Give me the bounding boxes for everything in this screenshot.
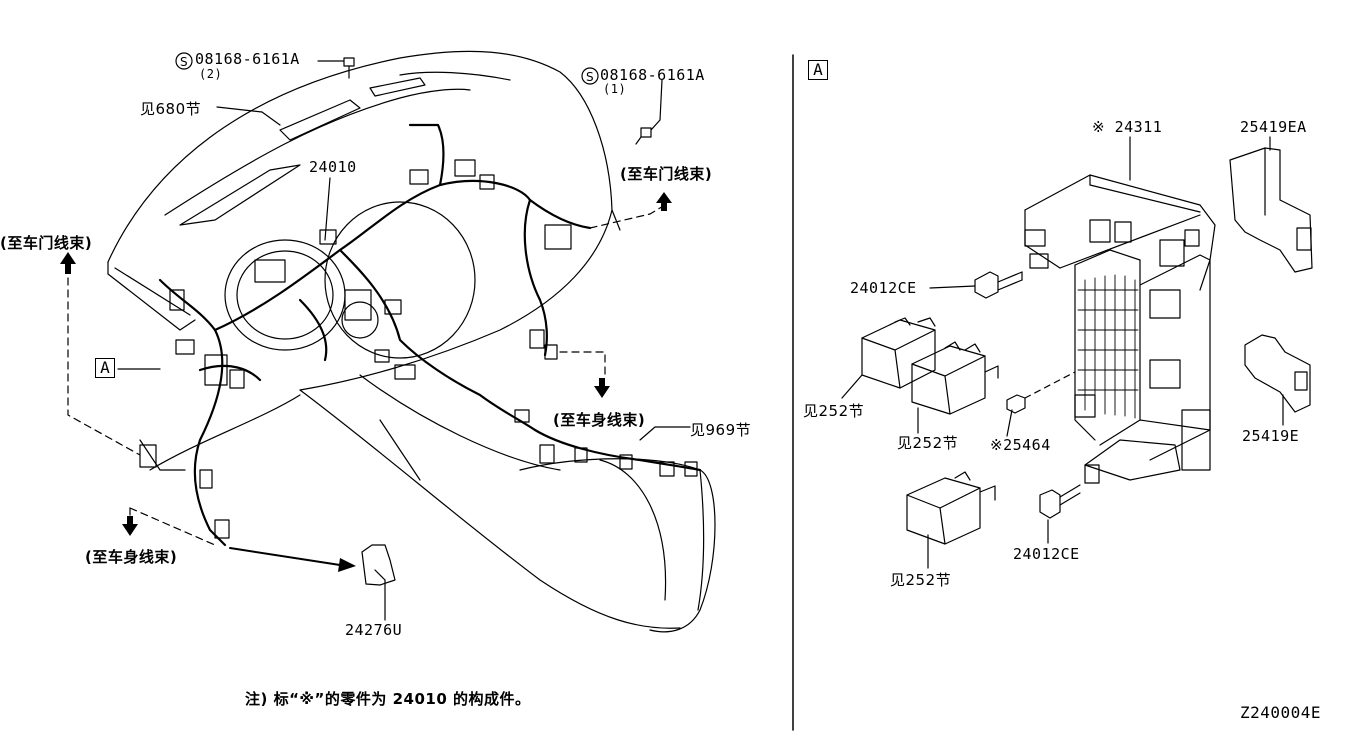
svg-text:S: S [180,55,188,69]
arrow-down-left [122,516,138,536]
bracket-25419e [1244,334,1311,413]
bracket-25419ea [1229,147,1313,273]
relay-see-252-3[interactable]: 见252节 [890,571,952,589]
s-symbol-icon [175,52,599,85]
harness-24010 [158,123,702,547]
see-section-969[interactable]: 见969节 [690,421,752,439]
bracket-25419ea-label[interactable]: 25419EA [1240,118,1307,136]
fuse-block-24311-label[interactable]: ※ 24311 [1092,118,1163,136]
diagram-code: Z240004E [1240,703,1322,722]
callout-a-marker[interactable]: A [95,358,115,378]
arrow-down-right [594,378,610,398]
bolt-24012ce-upper-label[interactable]: 24012CE [850,279,917,297]
fuse-slots [1077,274,1139,419]
dashed-leaders [67,204,666,546]
part-24276u-label[interactable]: 24276U [345,621,403,639]
to-body-harness-right: (至车身线束) [553,411,646,429]
leader-lines [117,60,691,621]
screw-left-qty: (2) [199,67,223,81]
screw-left-code: 08168-6161A [195,50,300,68]
screw-right-qty: (1) [603,82,627,96]
dashboard-outline [107,50,716,633]
bolt-24012ce-lower-label[interactable]: 24012CE [1013,545,1080,563]
screw-icon [343,57,652,145]
relay-see-252-2[interactable]: 见252节 [897,434,959,452]
to-door-harness-left: (至车门线束) [0,234,93,252]
harness-connectors [139,159,698,539]
to-door-harness-right: (至车门线束) [620,165,713,183]
see-section-680[interactable]: 见680节 [140,100,202,118]
harness-24010-label[interactable]: 24010 [309,158,357,176]
to-body-harness-left: (至车身线束) [85,548,178,566]
fuse-25464-icon [1006,394,1026,414]
screw-right-code: 08168-6161A [600,66,705,84]
part-24276u-shape [361,544,396,586]
arrow-icons [60,192,672,572]
svg-text:S: S [586,70,594,84]
footnote: 注) 标“※”的零件为 24010 的构成件。 [245,690,531,708]
fuse-block-24311 [1024,174,1216,484]
arrow-right-part [338,558,356,572]
relay-icon [861,317,999,545]
bolt-icon [974,271,1081,519]
leader-lines-right [841,136,1284,569]
dashed-leader-fuse [1024,371,1076,399]
fuse-25464-label[interactable]: ※25464 [990,436,1051,454]
arrow-up-right [656,192,672,211]
arrow-up-left [60,252,76,274]
bracket-25419e-label[interactable]: 25419E [1242,427,1300,445]
detail-a-marker: A [808,60,828,80]
relay-see-252-1[interactable]: 见252节 [803,402,865,420]
